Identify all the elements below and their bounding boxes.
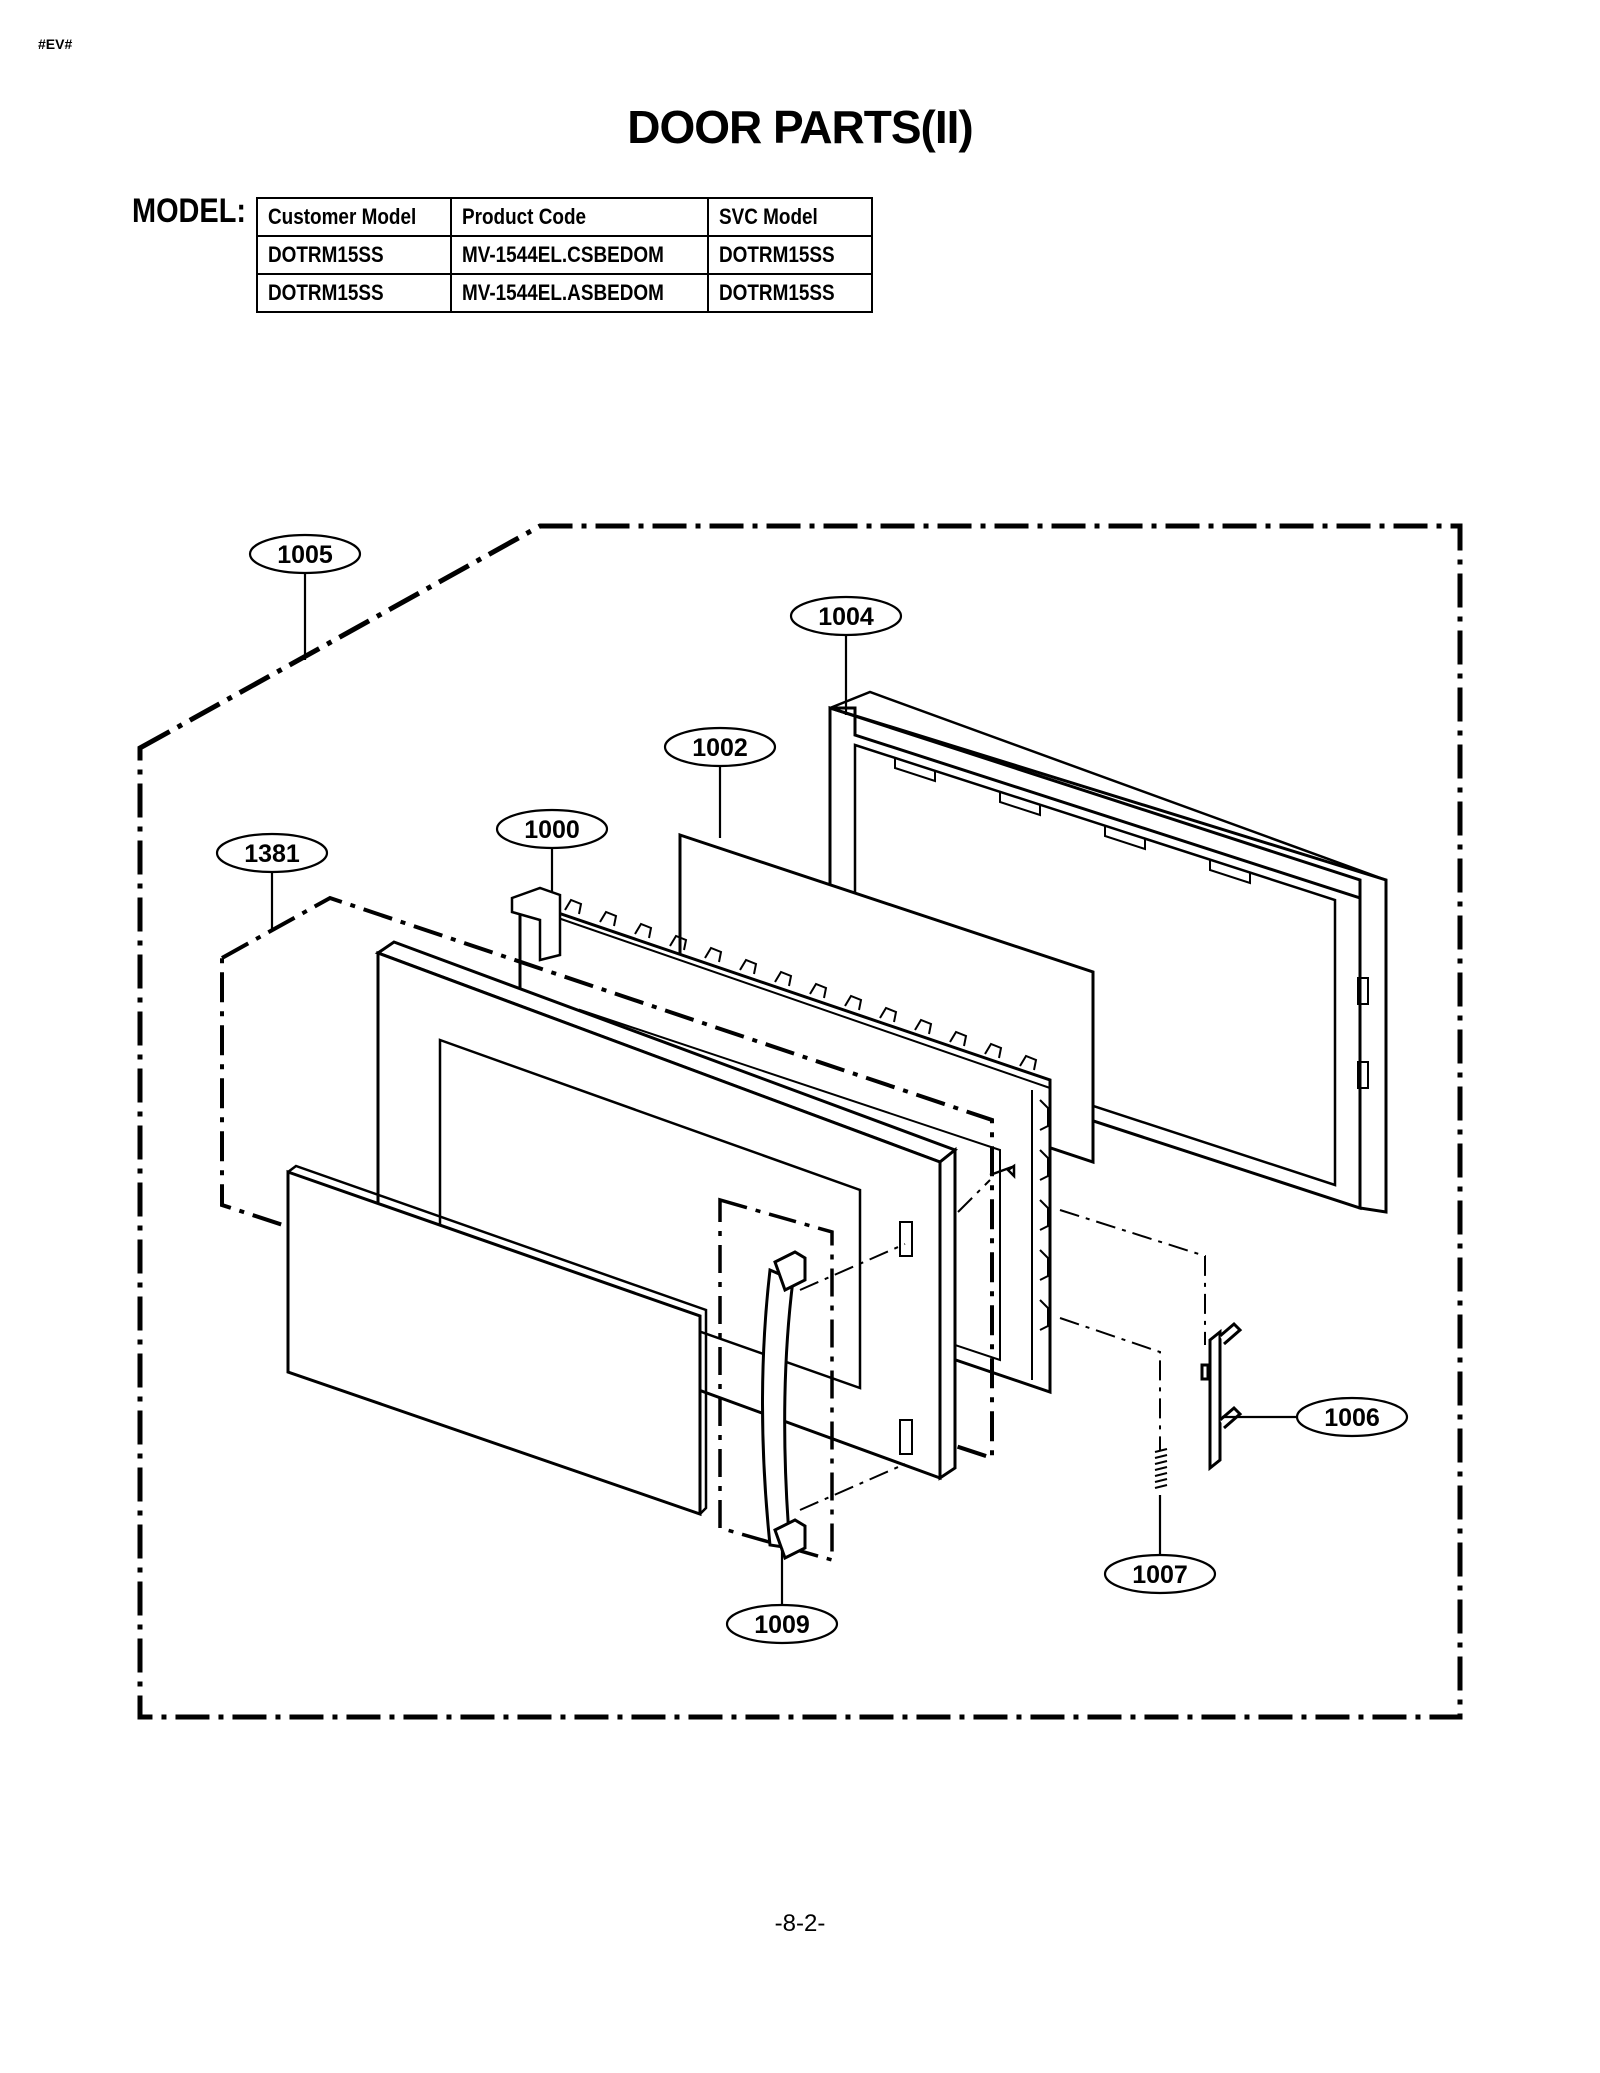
table-cell: MV-1544EL.ASBEDOM: [450, 273, 710, 313]
door-handle-1009: [761, 1250, 807, 1561]
assembly-boundary-1005: [137, 523, 1463, 1720]
svg-text:1009: 1009: [754, 1611, 810, 1639]
callout-1006: 1006: [1295, 1396, 1409, 1438]
callout-leaders: [270, 572, 1298, 1605]
svg-text:1002: 1002: [692, 734, 748, 762]
model-table: Customer Model Product Code SVC Model DO…: [255, 197, 874, 313]
callout-1000: 1000: [495, 808, 609, 850]
svg-text:1004: 1004: [818, 603, 874, 631]
svg-text:1381: 1381: [244, 840, 300, 868]
table-cell: MV-1544EL.CSBEDOM: [450, 235, 710, 275]
column-header-customer-model: Customer Model: [255, 197, 453, 237]
callout-1005: 1005: [248, 533, 362, 575]
front-glass-panel: [286, 1164, 708, 1517]
model-table-row: DOTRM15SS MV-1544EL.CSBEDOM DOTRM15SS: [255, 235, 874, 275]
latch-1006: [1200, 1321, 1243, 1472]
table-cell: DOTRM15SS: [707, 273, 874, 313]
svg-text:1000: 1000: [524, 816, 580, 844]
column-header-product-code: Product Code: [450, 197, 710, 237]
page-title: DOOR PARTS(II): [627, 101, 973, 153]
svg-text:1007: 1007: [1132, 1561, 1188, 1589]
callout-1007: 1007: [1103, 1553, 1217, 1595]
model-table-header-row: Customer Model Product Code SVC Model: [255, 197, 874, 237]
svg-text:1005: 1005: [277, 541, 333, 569]
table-cell: DOTRM15SS: [255, 273, 453, 313]
table-cell: DOTRM15SS: [255, 235, 453, 275]
spring-1007: [1154, 1448, 1168, 1489]
table-cell: DOTRM15SS: [707, 235, 874, 275]
page-tag: #EV#: [38, 36, 73, 52]
model-table-row: DOTRM15SS MV-1544EL.ASBEDOM DOTRM15SS: [255, 273, 874, 313]
callout-1381: 1381: [215, 832, 329, 874]
door-front-frame: [374, 940, 959, 1481]
callout-1004: 1004: [789, 595, 903, 637]
model-label: MODEL:: [132, 192, 246, 230]
svg-text:1006: 1006: [1324, 1404, 1380, 1432]
callout-1002: 1002: [663, 726, 777, 768]
callout-1009: 1009: [725, 1603, 839, 1645]
column-header-svc-model: SVC Model: [707, 197, 874, 237]
page-number: -8-2-: [774, 1910, 826, 1937]
assembly-guide-lines: [799, 1179, 1206, 1511]
handle-boundary: [718, 1197, 834, 1563]
